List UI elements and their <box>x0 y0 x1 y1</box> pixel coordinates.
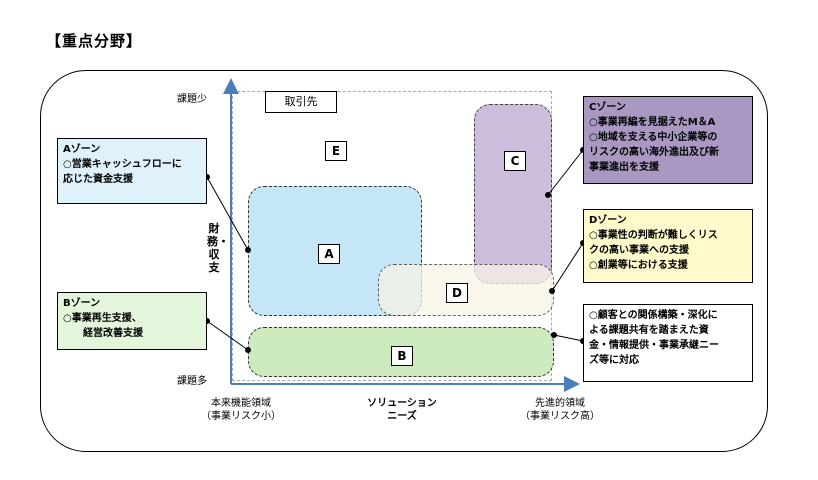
callout-d-line3: クの高い事業への支援 <box>589 245 689 256</box>
zone-d-label: D <box>446 283 468 303</box>
callout-e-line1: ○顧客との関係構築・深化に <box>589 310 718 321</box>
callout-a-line1: Aゾーン <box>63 144 101 155</box>
callout-c-line2: ○事業再編を見据えたM＆A <box>589 117 716 128</box>
x-axis-right-line2: （事業リスク高） <box>520 411 600 422</box>
callout-e-line2: よる課題共有を踏まえた資 <box>589 325 709 336</box>
x-axis-left-line2: （事業リスク小） <box>201 411 281 422</box>
callout-b-line2: ○事業再生支援、 <box>63 313 142 324</box>
callout-b: Bゾーン ○事業再生支援、 経営改善支援 <box>57 292 207 350</box>
callout-b-line3: 経営改善支援 <box>63 328 143 339</box>
zone-a-label: A <box>318 244 340 264</box>
callout-c-line3: ○地域を支える中小企業等の <box>589 132 718 143</box>
x-axis-center-line1: ソリューション <box>367 398 437 409</box>
callout-a-line3: 応じた資金支援 <box>63 174 133 185</box>
callout-c-line5: 事業進出を支援 <box>589 162 659 173</box>
x-axis-right-line1: 先進的領域 <box>535 398 585 409</box>
callout-e-line3: 金・情報提供・事業承継ニー <box>589 340 719 351</box>
callout-c: Cゾーン ○事業再編を見据えたM＆A ○地域を支える中小企業等の リスクの高い海… <box>583 96 753 184</box>
callout-d: Dゾーン ○事業性の判断が難しくリス クの高い事業への支援 ○創業等における支援 <box>583 209 753 283</box>
x-axis-left-line1: 本来機能領域 <box>211 398 271 409</box>
x-axis-center-label: ソリューション ニーズ <box>362 397 442 423</box>
callout-d-line2: ○事業性の判断が難しくリス <box>589 230 718 241</box>
y-axis-bottom-label: 課題多 <box>177 376 207 387</box>
callout-d-line1: Dゾーン <box>589 215 627 226</box>
outer-frame <box>40 70 768 452</box>
page-title: 【重点分野】 <box>46 32 143 50</box>
x-axis-right-label: 先進的領域 （事業リスク高） <box>518 397 602 423</box>
callout-e: ○顧客との関係構築・深化に よる課題共有を踏まえた資 金・情報提供・事業承継ニー… <box>583 304 753 382</box>
x-axis-center-line2: ニーズ <box>387 411 417 422</box>
callout-c-line4: リスクの高い海外進出及び新 <box>589 147 719 158</box>
callout-a: Aゾーン ○営業キャッシュフローに 応じた資金支援 <box>57 138 207 204</box>
x-axis-left-label: 本来機能領域 （事業リスク小） <box>200 397 282 423</box>
zone-b-label: B <box>391 346 413 366</box>
customer-tag: 取引先 <box>265 91 337 113</box>
callout-b-line1: Bゾーン <box>63 298 101 309</box>
y-axis-top-label: 課題少 <box>177 94 207 105</box>
zone-e-label: E <box>325 141 347 161</box>
callout-c-line1: Cゾーン <box>589 102 626 113</box>
zone-c-label: C <box>504 151 526 171</box>
y-axis-label: 財務・収支 <box>207 222 229 274</box>
callout-d-line4: ○創業等における支援 <box>589 260 688 271</box>
callout-a-line2: ○営業キャッシュフローに <box>63 159 182 170</box>
callout-e-line4: ズ等に対応 <box>589 355 639 366</box>
